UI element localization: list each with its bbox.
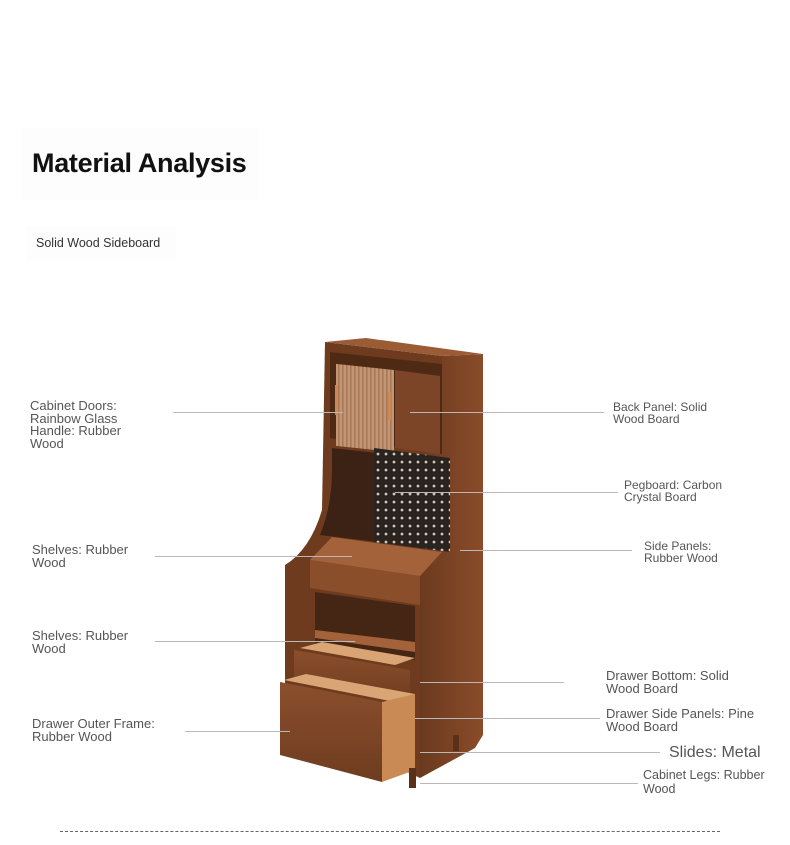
upper-drawer-top [300, 642, 415, 665]
label-cabinet-doors: Cabinet Doors: Rainbow Glass Handle: Rub… [30, 398, 122, 451]
door-handle-right [388, 392, 391, 420]
counter-front [310, 560, 420, 605]
leader-drawer-bottom [420, 682, 564, 683]
door-handle-left [335, 385, 338, 415]
leader-shelves-lower [155, 641, 355, 642]
leader-drawer-side [415, 718, 600, 719]
leg-front [409, 768, 416, 788]
label-cabinet-legs: Cabinet Legs: Rubber Wood [643, 768, 765, 796]
label-shelves-lower: Shelves: Rubber Wood [32, 628, 129, 656]
glass-door [336, 363, 394, 453]
dashed-divider [60, 831, 720, 833]
label-back-panel: Back Panel: Solid Wood Board [613, 400, 708, 426]
lower-drawer-front [280, 682, 382, 782]
sideboard-illustration [280, 338, 483, 788]
label-pegboard: Pegboard: Carbon Crystal Board [624, 478, 723, 504]
label-slides: Slides: Metal [669, 744, 761, 761]
label-shelves-upper: Shelves: Rubber Wood [32, 542, 129, 570]
lower-drawer-top [284, 674, 415, 702]
page-title: Material Analysis [32, 148, 247, 178]
leader-shelves-upper [155, 556, 352, 557]
lower-shelf [315, 630, 415, 652]
page-subtitle: Solid Wood Sideboard [36, 236, 161, 250]
leader-back-panel [410, 412, 604, 413]
lower-drawer-side [382, 694, 415, 782]
leg-back [453, 735, 459, 751]
label-drawer-side-panels: Drawer Side Panels: Pine Wood Board [606, 706, 755, 734]
title-background [22, 128, 258, 200]
top-board [325, 338, 483, 356]
pegboard [374, 448, 450, 552]
leader-drawer-frame [185, 731, 290, 732]
label-drawer-outer-frame: Drawer Outer Frame: Rubber Wood [32, 716, 155, 744]
label-side-panels: Side Panels: Rubber Wood [644, 539, 718, 565]
label-drawer-bottom: Drawer Bottom: Solid Wood Board [606, 668, 729, 696]
leader-legs [420, 783, 638, 784]
counter-shelf [310, 537, 442, 576]
leader-side-panels [460, 550, 632, 551]
leader-cabinet-doors [173, 412, 343, 413]
leader-pegboard [395, 492, 618, 493]
leader-slides [420, 752, 660, 753]
subtitle-background [26, 226, 176, 260]
